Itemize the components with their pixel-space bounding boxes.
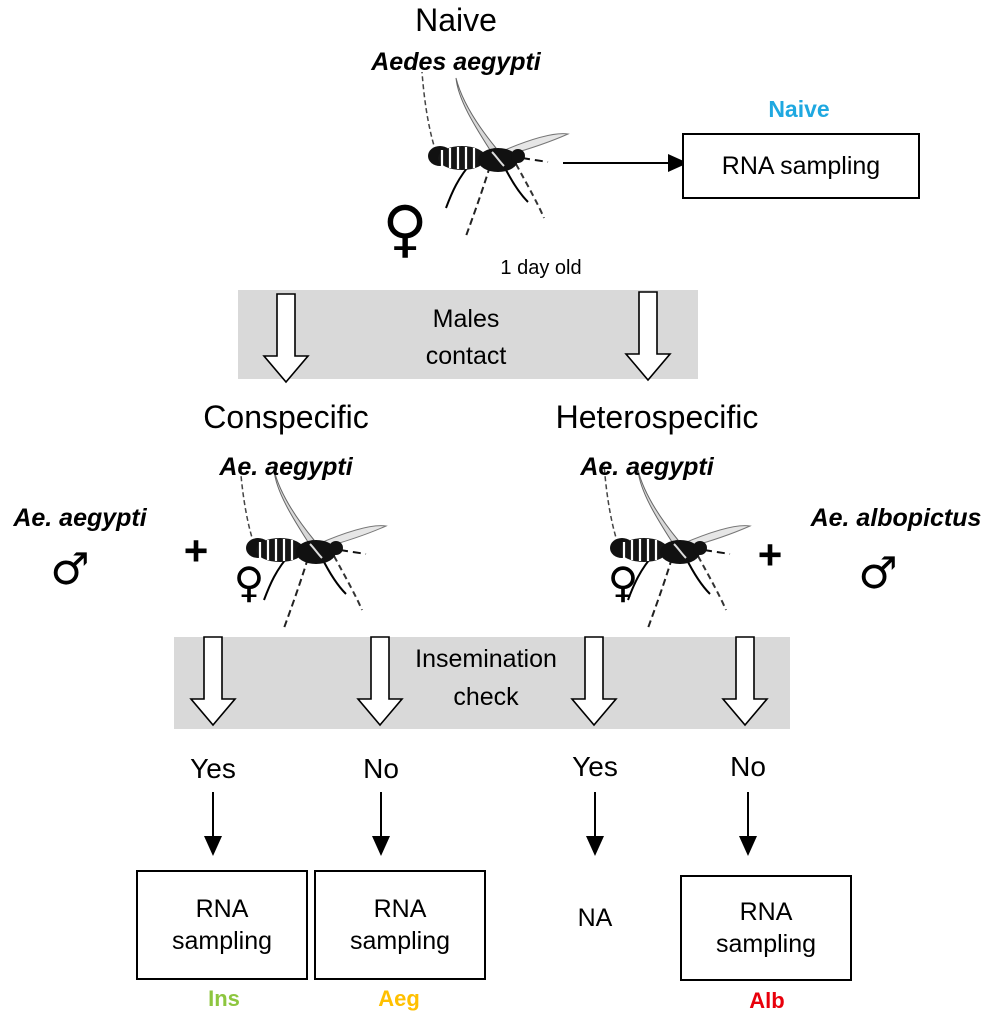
- arrow-yes-2-head: [586, 836, 604, 856]
- conspecific-title: Conspecific: [203, 399, 369, 435]
- rna-box-alb-line1: RNA: [739, 897, 793, 926]
- top-species: Aedes aegypti: [371, 48, 541, 76]
- heterospecific-male-symbol: ♂: [858, 548, 898, 599]
- rna-box-alb: RNA sampling: [680, 875, 852, 981]
- hollow-arrow-na: [571, 636, 617, 726]
- arrow-yes-1-head: [204, 836, 222, 856]
- males-contact-line1: Males: [432, 305, 500, 333]
- arrow-no-1-head: [372, 836, 390, 856]
- conspecific-male-symbol: ♂: [50, 544, 90, 595]
- males-contact-line2: contact: [425, 342, 507, 370]
- naive-rna-box-text: RNA sampling: [721, 151, 881, 180]
- hollow-arrow-conspecific: [263, 293, 309, 383]
- answer-no-heterospecific: No: [730, 751, 766, 782]
- rna-box-alb-line2: sampling: [715, 930, 817, 958]
- heterospecific-female-species: Ae. aegypti: [580, 453, 714, 481]
- conspecific-male-species: Ae. aegypti: [13, 504, 147, 532]
- rna-box-aeg-line2: sampling: [349, 927, 451, 955]
- code-aeg: Aeg: [378, 986, 420, 1011]
- mosquito-naive-icon: [420, 70, 570, 238]
- rna-box-ins-line1: RNA: [195, 894, 249, 923]
- age-label: 1 day old: [500, 257, 582, 279]
- hollow-arrow-ins: [190, 636, 236, 726]
- conspecific-plus: +: [183, 527, 209, 574]
- answer-yes-heterospecific: Yes: [572, 751, 618, 782]
- rna-box-aeg: RNA sampling: [314, 870, 486, 980]
- rna-box-ins-line2: sampling: [171, 927, 273, 955]
- na-result: NA: [577, 904, 613, 932]
- code-alb: Alb: [749, 988, 785, 1013]
- naive-arrow-head: [668, 154, 688, 172]
- top-title: Naive: [415, 2, 497, 38]
- heterospecific-female-symbol: ♀: [607, 558, 639, 607]
- conspecific-female-symbol: ♀: [233, 558, 265, 607]
- top-female-symbol: ♀: [382, 192, 428, 265]
- code-ins: Ins: [208, 986, 240, 1011]
- males-contact-band: [238, 290, 698, 379]
- insemination-band: [174, 637, 790, 729]
- insemination-line1: Insemination: [415, 645, 557, 673]
- answer-no-conspecific: No: [363, 753, 399, 784]
- heterospecific-male-species: Ae. albopictus: [810, 504, 982, 532]
- rna-box-ins: RNA sampling: [136, 870, 308, 980]
- naive-rna-box: RNA sampling: [682, 133, 920, 199]
- hollow-arrow-heterospecific: [625, 291, 671, 381]
- naive-branch-label: Naive: [768, 96, 830, 122]
- heterospecific-title: Heterospecific: [555, 399, 759, 435]
- arrow-no-2-head: [739, 836, 757, 856]
- conspecific-female-species: Ae. aegypti: [219, 453, 353, 481]
- rna-box-aeg-line1: RNA: [373, 894, 427, 923]
- hollow-arrow-alb: [722, 636, 768, 726]
- insemination-line2: check: [453, 683, 519, 711]
- hollow-arrow-aeg: [357, 636, 403, 726]
- answer-yes-conspecific: Yes: [190, 753, 236, 784]
- heterospecific-plus: +: [757, 531, 783, 578]
